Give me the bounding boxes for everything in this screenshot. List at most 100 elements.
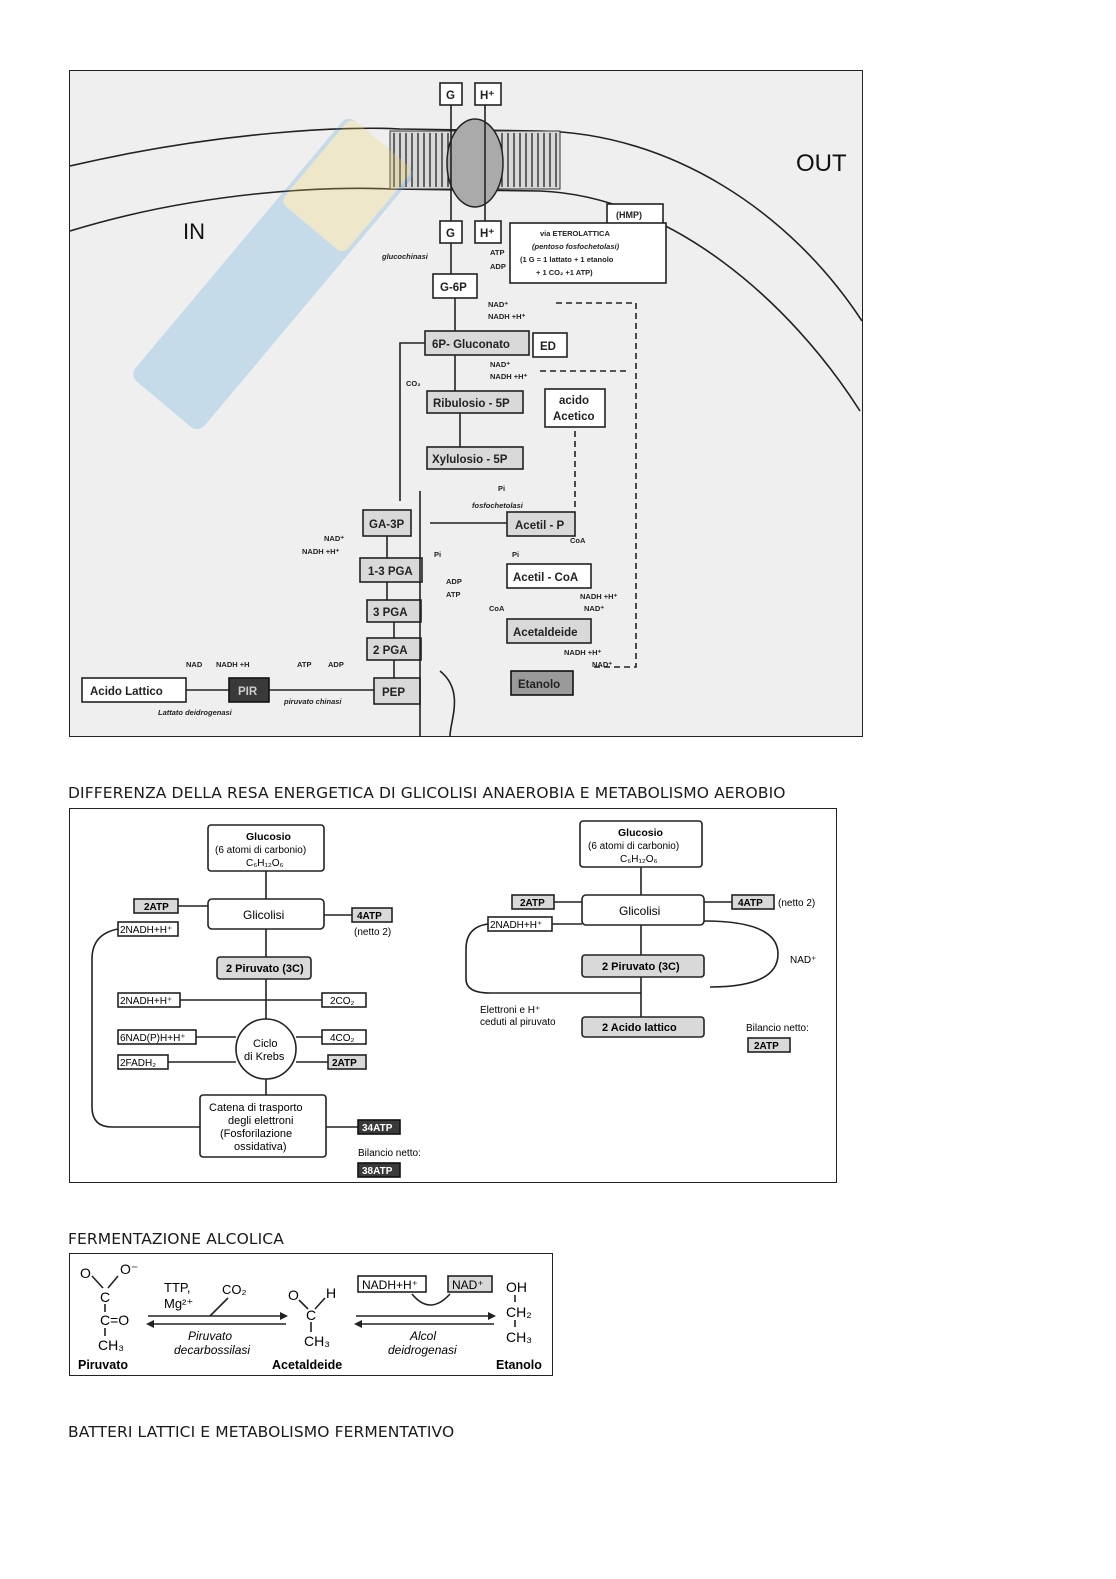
enzyme1-l2: decarbossilasi <box>174 1343 250 1357</box>
ed-box <box>532 332 568 358</box>
ald-bond-1 <box>298 1299 309 1310</box>
pathway-diagram: G H⁺ OUT IN G H⁺ (HMP) via ETEROLATTICA … <box>70 82 862 736</box>
left-38atp-box <box>357 1162 401 1178</box>
right-elettroni-l2: ceduti al piruvato <box>480 1017 556 1028</box>
right-2atp-final-box <box>747 1037 791 1053</box>
right-electron-loop <box>465 923 641 994</box>
energy-yield-figure: Glucosio (6 atomi di carbonio) C₆H₁₂O₆ 2… <box>69 808 837 1183</box>
in-h-box <box>474 220 502 244</box>
forward-arrowhead-2 <box>488 1312 496 1320</box>
nad-recycle-dashed-loop <box>556 302 637 668</box>
right-lattico-box <box>581 1016 705 1038</box>
left-2co2-label: 2CO₂ <box>330 996 355 1007</box>
ald-ch3: CH₃ <box>304 1333 330 1349</box>
left-34atp-label: 34ATP <box>362 1123 393 1134</box>
pyr-c: C <box>100 1289 110 1305</box>
left-krebs-atp-label: 2ATP <box>332 1058 357 1069</box>
section-title-energy-yield: DIFFERENZA DELLA RESA ENERGETICA DI GLIC… <box>68 784 786 802</box>
catena-box <box>199 1094 327 1158</box>
left-netto-label: (netto 2) <box>354 927 391 938</box>
right-piruvato-label: 2 Piruvato (3C) <box>602 961 680 973</box>
piruvato-name: Piruvato <box>78 1358 128 1372</box>
eth-oh: OH <box>506 1279 527 1295</box>
hetero-line-3: (1 G = 1 lattato + 1 etanolo <box>520 255 614 264</box>
pyr-ch3: CH₃ <box>98 1337 124 1353</box>
acetil-p-box <box>506 511 576 537</box>
left-glucosio-l3: C₆H₁₂O₆ <box>246 858 284 869</box>
gluconato-box <box>424 330 530 356</box>
ga3p-label: GA-3P <box>369 519 404 531</box>
left-2co2-box <box>321 992 367 1008</box>
nadh-label-5: NADH +H⁺ <box>564 648 602 657</box>
piruvato-chinasi-label: piruvato chinasi <box>283 697 342 706</box>
nad-label: NAD⁺ <box>452 1278 484 1292</box>
left-glicolisi-label: Glicolisi <box>243 908 284 922</box>
adp-label-2: ADP <box>446 577 462 586</box>
acido-lattico-label: Acido Lattico <box>90 686 163 698</box>
ald-h: H <box>326 1285 336 1301</box>
pir-box <box>228 677 270 703</box>
enzyme2-l1: Alcol <box>409 1329 436 1343</box>
metabolic-pathway-figure: G H⁺ OUT IN G H⁺ (HMP) via ETEROLATTICA … <box>69 70 863 737</box>
right-4atp-box <box>731 894 775 910</box>
lattato-deidrogenasi-label: Lattato deidrogenasi <box>158 708 233 717</box>
hetero-line-1: via ETEROLATTICA <box>540 229 610 238</box>
ribulosio-box <box>426 390 524 414</box>
out-label: OUT <box>796 150 847 177</box>
nad-label-3: NAD⁺ <box>324 534 344 543</box>
pi-label-1: Pi <box>498 484 505 493</box>
left-bilancio-label: Bilancio netto: <box>358 1148 421 1159</box>
top-h-box <box>474 82 502 106</box>
gluconato-bypass-line <box>399 342 425 501</box>
pga2-label: 2 PGA <box>373 645 408 657</box>
glucochinasi-label: glucochinasi <box>381 252 429 261</box>
etanolo-label: Etanolo <box>518 679 560 691</box>
hmp-label: (HMP) <box>616 210 642 220</box>
left-piruvato-label: 2 Piruvato (3C) <box>226 963 304 975</box>
enzyme2-l2: deidrogenasi <box>388 1343 457 1357</box>
acido-lattico-box <box>81 677 187 703</box>
catena-label-4: ossidativa) <box>234 1141 287 1153</box>
nadh-box <box>357 1275 427 1293</box>
right-glucosio-l1: Glucosio <box>618 827 663 839</box>
left-4co2-label: 4CO₂ <box>330 1033 355 1044</box>
eth-ch2: CH₂ <box>506 1304 532 1320</box>
catena-label-2: degli elettroni <box>228 1115 293 1127</box>
left-4atp-label: 4ATP <box>357 911 382 922</box>
left-34atp-box <box>357 1119 401 1135</box>
g6p-label: G-6P <box>440 282 467 294</box>
reverse-arrowhead-2 <box>354 1320 362 1328</box>
right-nad-loop <box>703 920 779 988</box>
ribulosio-label: Ribulosio - 5P <box>433 398 510 410</box>
hetero-line-4: + 1 CO₂ +1 ATP) <box>536 268 593 277</box>
in-label: IN <box>183 219 205 244</box>
etanolo-name: Etanolo <box>496 1358 542 1372</box>
atp-label-3: ATP <box>297 660 311 669</box>
left-piruvato-box <box>216 956 312 980</box>
ttp-label: TTP, <box>164 1280 191 1295</box>
adp-label-3: ADP <box>328 660 344 669</box>
acido-label-2: Acetico <box>553 411 595 423</box>
krebs-label-2: di Krebs <box>244 1051 285 1063</box>
nad-recycle-arrow <box>411 1293 451 1306</box>
pi-label-3: Pi <box>512 550 519 559</box>
right-glucosio-l3: C₆H₁₂O₆ <box>620 854 658 865</box>
heterolactic-box <box>509 222 667 284</box>
nadh-label-1: NADH +H⁺ <box>488 312 526 321</box>
in-h-label: H⁺ <box>480 228 494 240</box>
ald-o: O <box>288 1287 299 1303</box>
nad-label-2: NAD⁺ <box>490 360 510 369</box>
xilulosio-box <box>426 446 524 470</box>
fermentation-diagram: O O⁻ C C=O CH₃ Piruvato TTP, Mg²⁺ CO₂ Pi… <box>78 1261 542 1372</box>
pyr-o-minus: O⁻ <box>120 1261 138 1277</box>
reverse-arrowhead-1 <box>146 1320 154 1328</box>
nadh-label-3: NADH +H⁺ <box>302 547 340 556</box>
left-2atp-label: 2ATP <box>144 902 169 913</box>
right-elettroni-l1: Elettroni e H⁺ <box>480 1005 540 1016</box>
acetaldeide-box <box>506 618 592 644</box>
nadh-lac-label: NADH +H <box>216 660 250 669</box>
acetil-coa-label: Acetil - CoA <box>513 572 578 584</box>
pga3-label: 3 PGA <box>373 607 408 619</box>
right-piruvato-box <box>581 954 705 978</box>
right-2atp-final-label: 2ATP <box>754 1041 779 1052</box>
